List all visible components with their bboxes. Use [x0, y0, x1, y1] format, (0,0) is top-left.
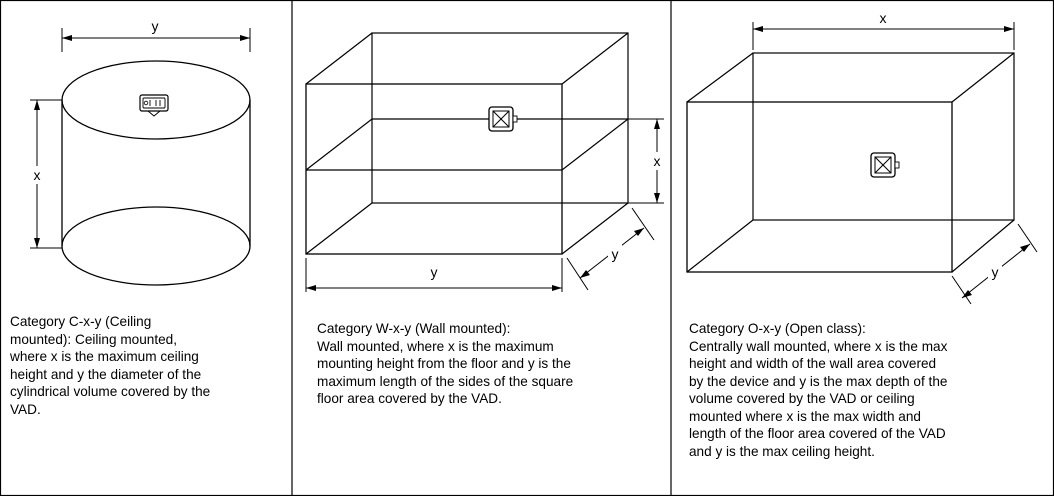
wall-box-diagram: x y y	[305, 32, 664, 292]
caption-ceiling: Category C-x-y (Ceiling mounted): Ceilin…	[10, 313, 288, 418]
caption-open: Category O-x-y (Open class): Centrally w…	[689, 320, 1051, 460]
category-title: Category O-x-y (Open class):	[689, 321, 866, 336]
cylinder-diagram: y x	[30, 18, 251, 286]
category-title: Category C-x-y (Ceiling mounted):	[10, 314, 152, 347]
label-y-front: y	[431, 264, 438, 280]
panel-ceiling: y x Category C-x-	[0, 0, 292, 496]
label-x: x	[34, 167, 41, 183]
label-y: y	[152, 18, 159, 34]
label-x: x	[880, 10, 887, 26]
ceiling-vad-device-icon	[139, 94, 169, 117]
category-description: Ceiling mounted, where x is the maximum …	[10, 331, 211, 417]
panel-wall: x y y Category W-x-y (	[292, 0, 671, 496]
label-y-side: y	[992, 264, 999, 280]
label-y-side: y	[612, 246, 619, 262]
caption-wall: Category W-x-y (Wall mounted): Wall moun…	[317, 320, 667, 408]
category-description: Wall mounted, where x is the maximum mou…	[317, 338, 574, 407]
category-title: Category W-x-y (Wall mounted):	[317, 321, 511, 336]
label-x: x	[654, 153, 661, 169]
wall-vad-device-icon	[488, 106, 518, 132]
panel-open: x y Category O-x-y (Open class): Central…	[671, 0, 1054, 496]
category-description: Centrally wall mounted, where x is the m…	[689, 338, 948, 459]
open-vad-device-icon	[870, 152, 900, 178]
open-box-diagram: x y	[686, 10, 1038, 305]
